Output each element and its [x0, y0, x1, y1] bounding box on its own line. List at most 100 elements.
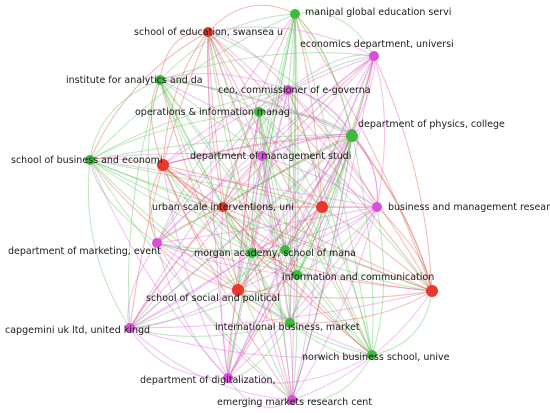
network-edge [294, 13, 323, 208]
network-edge [89, 159, 323, 208]
network-node[interactable] [372, 202, 382, 212]
network-node[interactable] [232, 284, 244, 296]
network-node[interactable] [125, 323, 135, 333]
network-edge [222, 135, 353, 208]
network-edge [156, 242, 239, 291]
network-edge [291, 206, 378, 401]
node-label: department of digitalization, [140, 375, 276, 386]
network-node[interactable] [367, 350, 377, 360]
network-node[interactable] [218, 202, 228, 212]
node-label: school of education, swansea u [134, 27, 283, 38]
network-edge [156, 242, 373, 356]
network-edge [159, 79, 239, 291]
node-label: school of business and economi [11, 155, 163, 166]
network-edge [87, 159, 131, 329]
network-node[interactable] [247, 248, 257, 258]
network-edge [321, 206, 373, 356]
network-edge [207, 31, 378, 208]
network-edge [156, 242, 253, 254]
network-edge [162, 164, 433, 292]
network-edge [159, 13, 296, 81]
network-edge [207, 31, 286, 251]
network-edge [287, 89, 323, 208]
network-node[interactable] [346, 130, 358, 142]
network-edge [373, 55, 386, 208]
network-edge [284, 206, 378, 251]
network-edge [220, 206, 229, 379]
network-node[interactable] [155, 75, 165, 85]
network-edge [287, 89, 291, 324]
network-edge [159, 79, 224, 208]
network-edges [87, 4, 433, 408]
network-edge [291, 274, 298, 401]
network-edge [162, 89, 289, 166]
network-edge [227, 13, 296, 379]
node-label: institute for analytics and da [66, 75, 203, 86]
network-edge [251, 206, 323, 254]
network-edge [287, 89, 378, 208]
network-edge [258, 55, 375, 113]
network-node[interactable] [223, 373, 233, 383]
network-edge [207, 31, 229, 379]
network-edge [150, 79, 164, 166]
network-node[interactable] [152, 238, 162, 248]
network-edge [251, 206, 378, 254]
network-edge [227, 111, 260, 379]
network-node[interactable] [292, 270, 302, 280]
network-edge [227, 252, 253, 379]
network-node[interactable] [280, 245, 290, 255]
network-edge [89, 133, 353, 161]
network-edge [207, 31, 353, 137]
network-node[interactable] [369, 51, 379, 61]
network-node[interactable] [157, 159, 169, 171]
network-edge [207, 31, 239, 291]
network-edge [237, 289, 291, 324]
network-edge [129, 89, 289, 329]
network-edge [289, 13, 296, 324]
network-node[interactable] [290, 9, 300, 19]
network-edge [129, 252, 253, 329]
network-edge [162, 164, 298, 276]
network-edge [207, 31, 373, 356]
network-edge [227, 135, 353, 379]
network-node[interactable] [316, 201, 328, 213]
network-node[interactable] [257, 151, 267, 161]
network-edge [156, 55, 375, 244]
network-edge [156, 242, 293, 401]
network-edge [129, 31, 209, 329]
network-edge [129, 327, 229, 379]
network-node[interactable] [426, 285, 438, 297]
network-edge [156, 89, 289, 244]
network-edge [89, 79, 161, 161]
network-edge [207, 31, 289, 91]
network-edge [251, 89, 289, 254]
node-label: international business, market [215, 322, 360, 333]
node-label: information and communication [282, 272, 434, 283]
network-node[interactable] [85, 155, 95, 165]
network-edge [159, 79, 353, 137]
network-edge [222, 55, 375, 208]
network-edge [261, 155, 286, 251]
network-edge [351, 133, 378, 208]
network-edge [159, 79, 373, 356]
network-edge [89, 159, 229, 379]
network-edge [222, 133, 353, 208]
network-edge [287, 89, 353, 135]
network-edge [159, 52, 375, 81]
network-edge [129, 327, 373, 358]
network-node[interactable] [287, 395, 297, 405]
network-node[interactable] [285, 318, 295, 328]
network-edge [156, 13, 296, 244]
network-edge [156, 242, 229, 379]
network-node[interactable] [254, 107, 264, 117]
network-edge [129, 155, 263, 329]
network-edge [351, 135, 378, 208]
network-edge [156, 242, 286, 252]
network-edge [162, 164, 291, 324]
network-edge [227, 354, 373, 384]
network-node[interactable] [203, 27, 213, 37]
network-node[interactable] [283, 85, 293, 95]
network-edge [258, 111, 353, 137]
network-edge [227, 55, 375, 379]
